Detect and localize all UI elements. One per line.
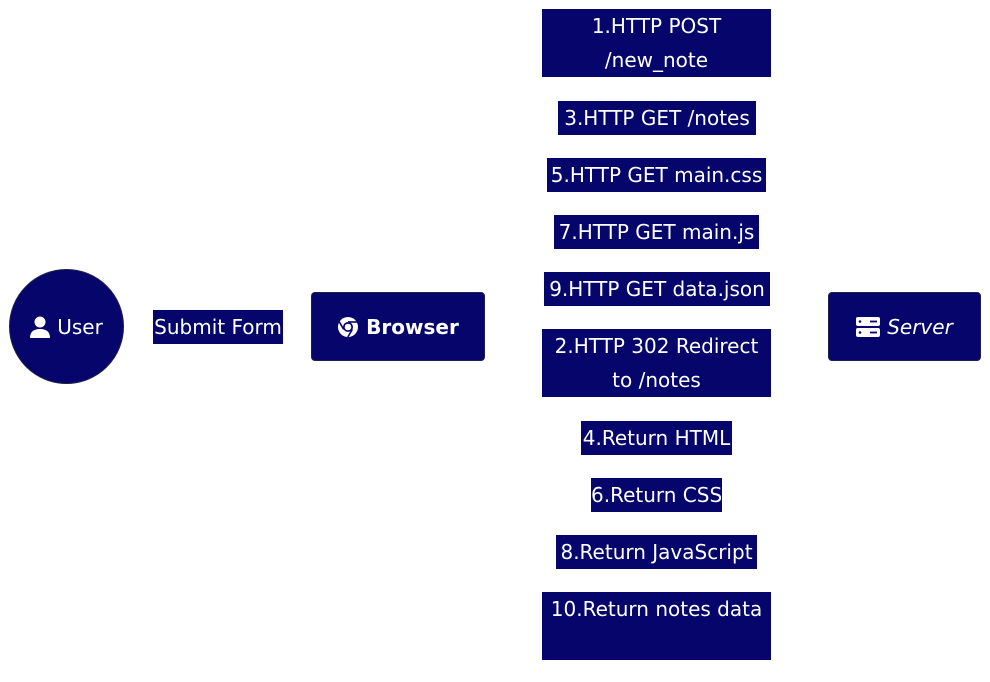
message-label-6: 6.Return CSS <box>591 478 722 512</box>
message-label-3: 3.HTTP GET /notes <box>558 101 756 135</box>
message-label-2: 2.HTTP 302 Redirect to /notes <box>542 329 771 397</box>
message-label-10: 10.Return notes data <box>542 592 771 660</box>
message-label-9: 9.HTTP GET data.json <box>544 272 770 306</box>
server-icon <box>856 316 881 337</box>
server-node: Server <box>828 292 981 361</box>
submit-form-label: Submit Form <box>153 310 283 344</box>
browser-node: Browser <box>311 292 485 361</box>
message-label-5: 5.HTTP GET main.css <box>547 158 766 192</box>
message-label-8: 8.Return JavaScript <box>556 535 757 569</box>
message-label-1: 1.HTTP POST /new_note <box>542 9 771 77</box>
browser-label: Browser <box>366 314 459 339</box>
user-label: User <box>57 314 103 339</box>
message-label-7: 7.HTTP GET main.js <box>554 215 759 249</box>
user-icon <box>30 316 51 338</box>
message-label-4: 4.Return HTML <box>581 421 732 455</box>
user-node: User <box>9 269 124 384</box>
server-label: Server <box>887 314 953 339</box>
chrome-icon <box>337 316 359 338</box>
